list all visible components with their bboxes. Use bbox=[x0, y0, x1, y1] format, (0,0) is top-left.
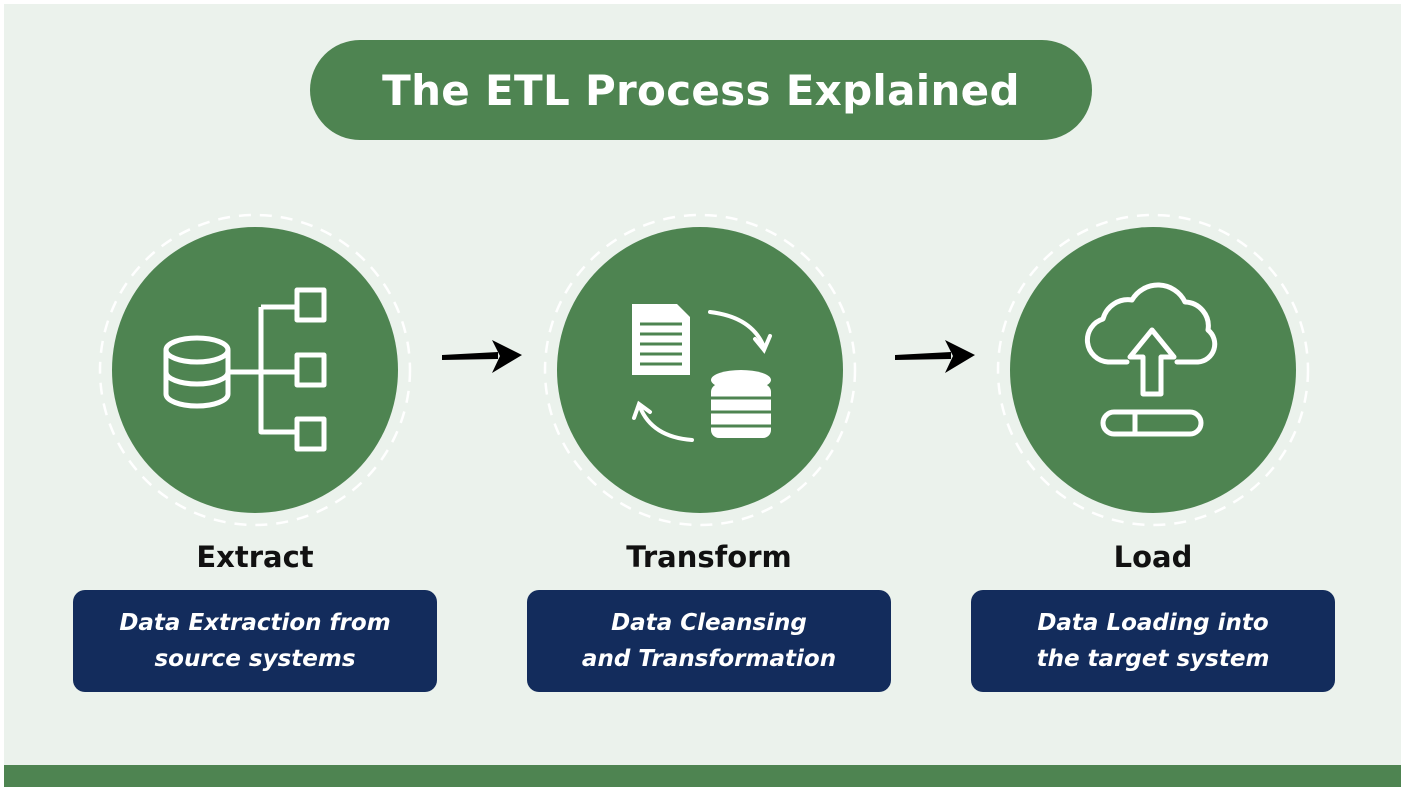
document-database-cycle-icon bbox=[543, 213, 857, 527]
extract-description-box: Data Extraction from source systems bbox=[73, 590, 437, 692]
description-line: the target system bbox=[1036, 646, 1270, 672]
description-line: Data Extraction from bbox=[119, 610, 391, 636]
load-stage-circle bbox=[995, 212, 1311, 528]
transform-stage-circle bbox=[542, 212, 858, 528]
title-text: The ETL Process Explained bbox=[382, 65, 1020, 115]
arrow-right-icon bbox=[895, 340, 975, 373]
extract-stage-circle bbox=[97, 212, 413, 528]
description-line: and Transformation bbox=[581, 646, 837, 672]
transform-description-box: Data Cleansing and Transformation bbox=[527, 590, 891, 692]
footer-bar bbox=[4, 765, 1401, 787]
transform-label: Transform bbox=[626, 540, 792, 574]
extract-label: Extract bbox=[196, 540, 314, 574]
description-line: Data Cleansing bbox=[611, 610, 807, 636]
load-description-box: Data Loading into the target system bbox=[971, 590, 1335, 692]
description-line: Data Loading into bbox=[1037, 610, 1269, 636]
load-label: Load bbox=[1113, 540, 1193, 574]
arrow-right-icon bbox=[442, 340, 522, 373]
database-hierarchy-icon bbox=[98, 213, 412, 527]
cloud-upload-progress-icon bbox=[996, 213, 1310, 527]
page-title: The ETL Process Explained bbox=[310, 40, 1092, 140]
description-line: source systems bbox=[154, 646, 356, 672]
